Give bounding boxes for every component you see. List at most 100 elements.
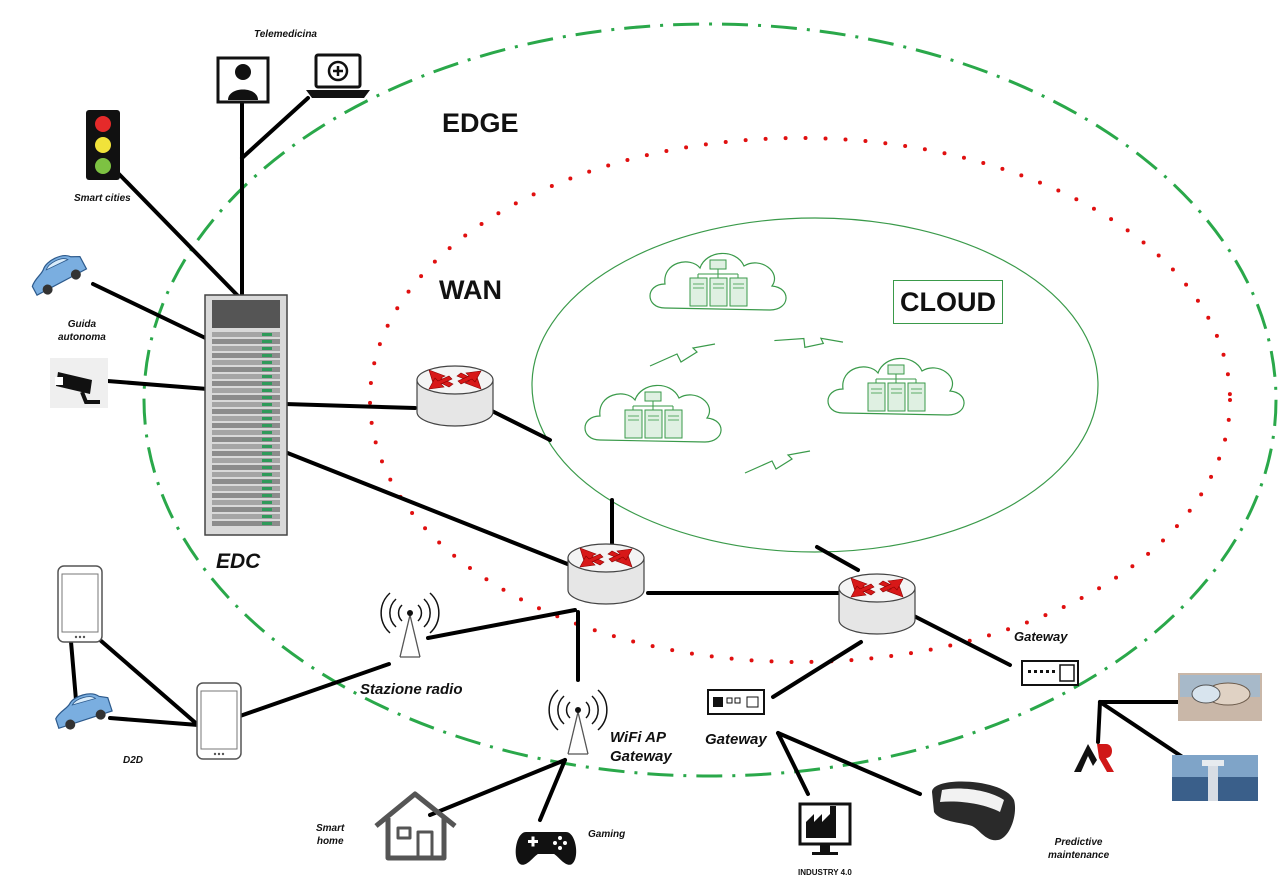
edc-label: EDC <box>216 550 261 573</box>
rack-server-unit <box>212 465 280 470</box>
rack-server-unit <box>212 472 280 477</box>
rack-status-led <box>262 361 272 364</box>
smart-home-label: Smart home <box>316 823 345 847</box>
rack-server-unit <box>212 493 280 498</box>
rack-status-led <box>262 452 272 455</box>
rack-status-led <box>262 473 272 476</box>
rack-server-unit <box>212 374 280 379</box>
rack-server-unit <box>212 430 280 435</box>
rack-status-led <box>262 375 272 378</box>
traffic-light-icon <box>86 110 120 180</box>
rack-server-unit <box>212 437 280 442</box>
rack-server-unit <box>212 458 280 463</box>
gateway-left-label: Gateway <box>705 731 767 748</box>
rack-server-unit <box>212 486 280 491</box>
cloud-datacenter-icon <box>649 252 787 311</box>
rack-server-unit <box>212 332 280 337</box>
gateway-device-icon <box>1021 660 1079 686</box>
rack-status-led <box>262 396 272 399</box>
rack-status-led <box>262 466 272 469</box>
rack-status-led <box>262 480 272 483</box>
rack-server-unit <box>212 402 280 407</box>
guida-autonoma-label: Guida autonoma <box>58 319 106 343</box>
rack-status-led <box>262 424 272 427</box>
cloud-datacenter-icon <box>584 384 722 443</box>
rack-status-led <box>262 431 272 434</box>
rack-status-led <box>262 410 272 413</box>
rack-server-unit <box>212 339 280 344</box>
lightning-link-icon <box>649 343 716 367</box>
radio-tower-icon <box>548 689 608 755</box>
rack-server-unit <box>212 451 280 456</box>
rack-server-unit <box>212 360 280 365</box>
rack-status-led <box>262 368 272 371</box>
cloud-ring <box>531 217 1099 553</box>
rack-server-unit <box>212 423 280 428</box>
edge-zone-label: EDGE <box>442 108 519 138</box>
cloud-datacenter-icon <box>827 357 965 416</box>
router-icon[interactable] <box>567 543 645 605</box>
rack-status-led <box>262 501 272 504</box>
rack-server-unit <box>212 500 280 505</box>
rack-status-led <box>262 354 272 357</box>
rack-server-unit <box>212 381 280 386</box>
rack-server-unit <box>212 395 280 400</box>
rack-server-unit <box>212 514 280 519</box>
vr-headset-icon <box>932 781 1016 841</box>
photo-icon <box>1178 673 1262 721</box>
server-rack-icon <box>204 294 288 536</box>
rack-status-led <box>262 522 272 525</box>
laptop-medical-icon <box>306 53 370 98</box>
rack-status-led <box>262 347 272 350</box>
rack-status-led <box>262 494 272 497</box>
rack-status-led <box>262 333 272 336</box>
wan-zone-label: WAN <box>439 275 502 305</box>
wan-ring <box>368 136 1232 664</box>
telemedicina-label: Telemedicina <box>254 29 317 40</box>
router-icon[interactable] <box>838 573 916 635</box>
gateway-right-label: Gateway <box>1014 629 1068 644</box>
rack-status-led <box>262 438 272 441</box>
rack-server-unit <box>212 346 280 351</box>
ar-logo-icon <box>1074 744 1114 772</box>
rack-status-led <box>262 459 272 462</box>
rack-server-unit <box>212 367 280 372</box>
photo-icon <box>1172 755 1258 801</box>
rack-server-unit <box>212 444 280 449</box>
rack-status-led <box>262 403 272 406</box>
rack-server-unit <box>212 353 280 358</box>
rack-server-unit <box>212 388 280 393</box>
d2d-label: D2D <box>123 755 144 766</box>
factory-monitor-icon <box>798 802 852 855</box>
gamepad-icon <box>515 832 577 865</box>
lightning-link-icon <box>773 319 844 364</box>
car-icon <box>25 246 90 301</box>
stazione-radio-label: Stazione radio <box>360 681 463 698</box>
rack-status-led <box>262 382 272 385</box>
rack-server-unit <box>212 416 280 421</box>
industry-label: INDUSTRY 4.0 <box>798 868 852 877</box>
router-icon[interactable] <box>416 365 494 427</box>
car-icon <box>50 687 115 734</box>
rack-status-led <box>262 340 272 343</box>
radio-tower-icon <box>380 592 440 658</box>
rack-status-led <box>262 417 272 420</box>
cctv-camera-icon <box>50 358 108 408</box>
predictive-maintenance-label: Predictive maintenance <box>1048 837 1110 861</box>
wifi-ap-gateway-label: WiFi AP Gateway <box>610 729 672 765</box>
gaming-label: Gaming <box>588 829 626 840</box>
lightning-link-icon <box>744 450 811 474</box>
rack-status-led <box>262 487 272 490</box>
rack-server-unit <box>212 507 280 512</box>
network-links <box>68 96 1192 822</box>
doctor-icon <box>216 56 270 104</box>
cloud-zone-label: CLOUD <box>900 286 996 317</box>
smartphone-icon <box>57 565 103 643</box>
house-icon <box>374 791 457 861</box>
rack-server-unit <box>212 521 280 526</box>
gateway-device-icon <box>707 689 765 715</box>
rack-server-unit <box>212 479 280 484</box>
smartphone-icon <box>196 682 242 760</box>
rack-status-led <box>262 445 272 448</box>
